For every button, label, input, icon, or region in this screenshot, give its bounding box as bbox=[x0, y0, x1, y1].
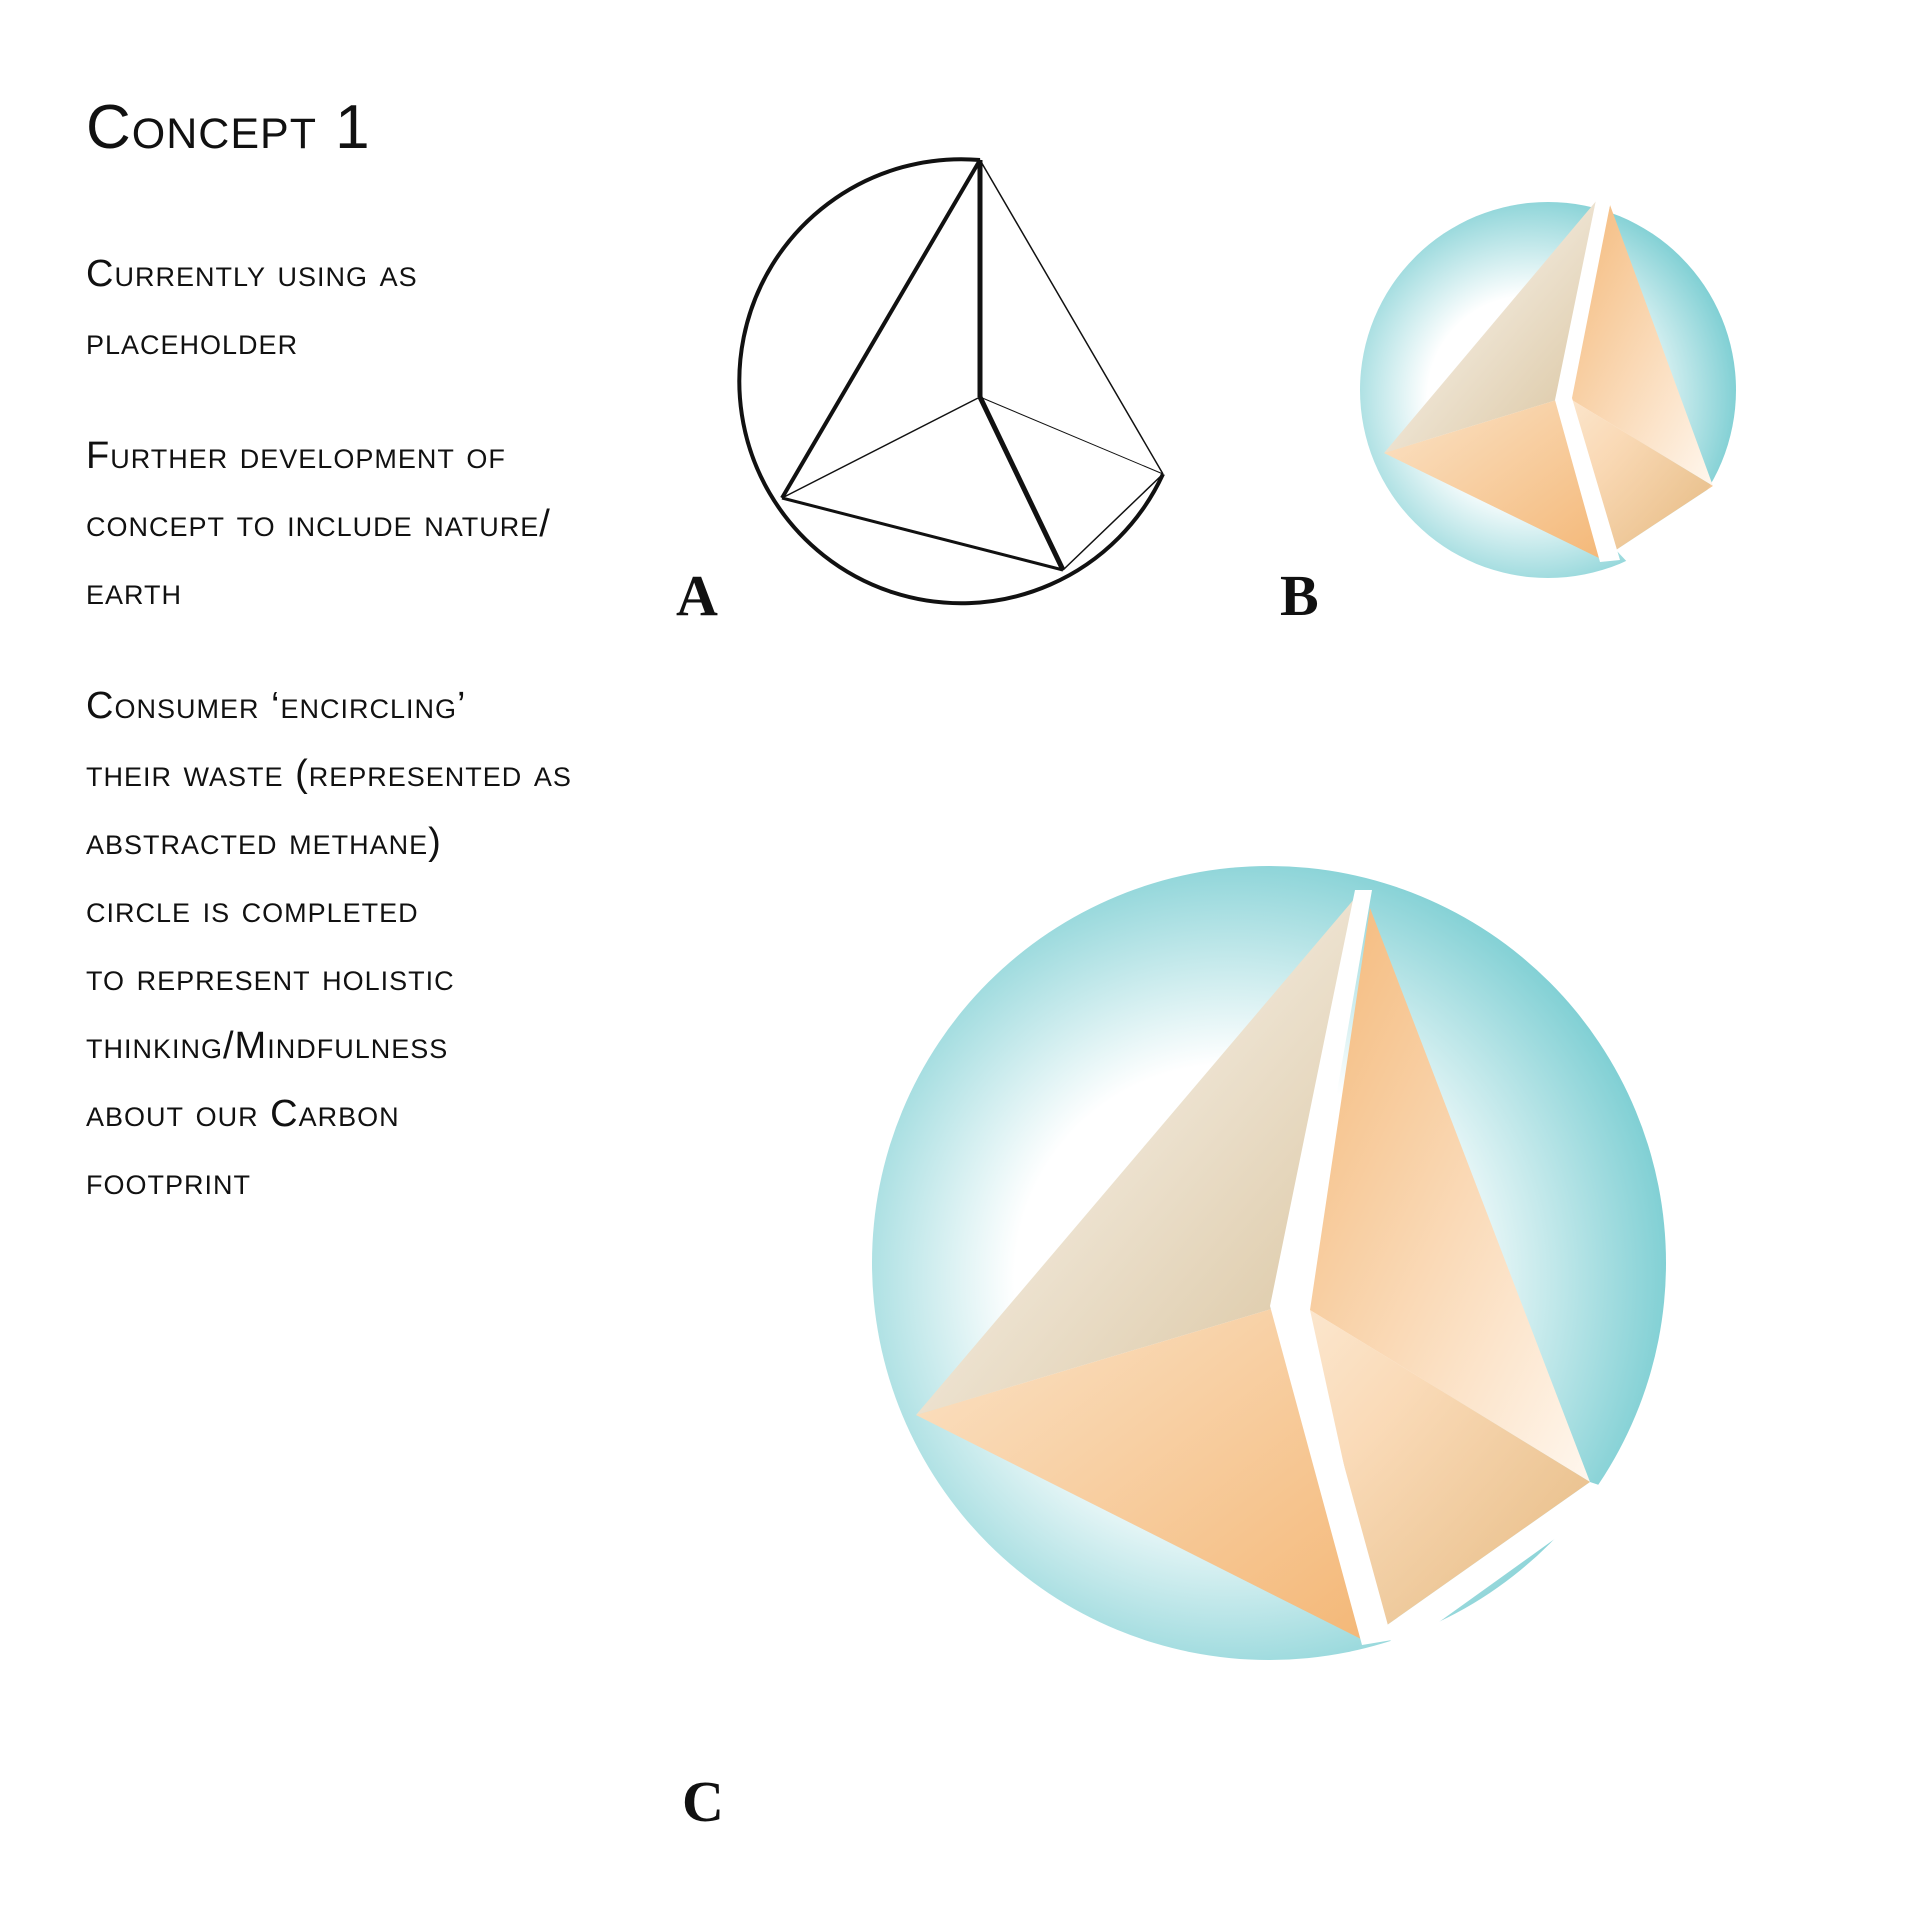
label-c: C bbox=[682, 1769, 724, 1834]
sketch-edge bbox=[977, 395, 1066, 572]
facet-bottom bbox=[1384, 399, 1603, 560]
label-b: B bbox=[1280, 563, 1319, 628]
gap-slit bbox=[1616, 486, 1740, 565]
text-line: Further development of bbox=[86, 435, 506, 477]
facet-right bbox=[1310, 908, 1590, 1482]
sketch-edge bbox=[1062, 473, 1164, 571]
text-line: Consumer ‘encircling’ bbox=[86, 685, 467, 727]
sketch-edge bbox=[780, 158, 982, 500]
text-line: thinking/Mindfulness bbox=[86, 1025, 449, 1067]
sketch-circle-arc bbox=[737, 157, 1165, 606]
text-line: earth bbox=[86, 571, 183, 613]
facet-left bbox=[1384, 200, 1597, 453]
text-line: to represent holistic bbox=[86, 957, 455, 999]
facet-right bbox=[1567, 205, 1713, 486]
paragraph-development: Further development of concept to includ… bbox=[86, 422, 706, 626]
page-title: Concept 1 bbox=[86, 93, 371, 162]
text-line: their waste (represented as bbox=[86, 753, 572, 795]
sketch-edge bbox=[781, 496, 1064, 572]
facet-bottom bbox=[916, 1305, 1363, 1640]
paragraph-placeholder: Currently using as placeholder bbox=[86, 240, 706, 376]
sketch-edge bbox=[781, 396, 981, 499]
text-line: footprint bbox=[86, 1161, 251, 1203]
sketch-edge bbox=[979, 396, 1164, 475]
paragraph-concept: Consumer ‘encircling’ their waste (repre… bbox=[86, 672, 706, 1216]
facet-left bbox=[916, 898, 1355, 1415]
text-line: about our Carbon bbox=[86, 1093, 400, 1135]
sketch-edge bbox=[979, 159, 1164, 475]
text-line: circle is completed bbox=[86, 889, 419, 931]
text-line: abstracted methane) bbox=[86, 821, 442, 863]
gap-slit bbox=[1380, 1482, 1620, 1650]
text-line: concept to include nature/ bbox=[86, 503, 551, 545]
facet-inner bbox=[1310, 1310, 1590, 1630]
label-a: A bbox=[676, 563, 718, 628]
gap-slit bbox=[1555, 195, 1620, 562]
facet-inner bbox=[1567, 397, 1713, 550]
text-line: Currently using as bbox=[86, 253, 418, 295]
gap-slit bbox=[1270, 890, 1392, 1645]
text-line: placeholder bbox=[86, 321, 299, 363]
